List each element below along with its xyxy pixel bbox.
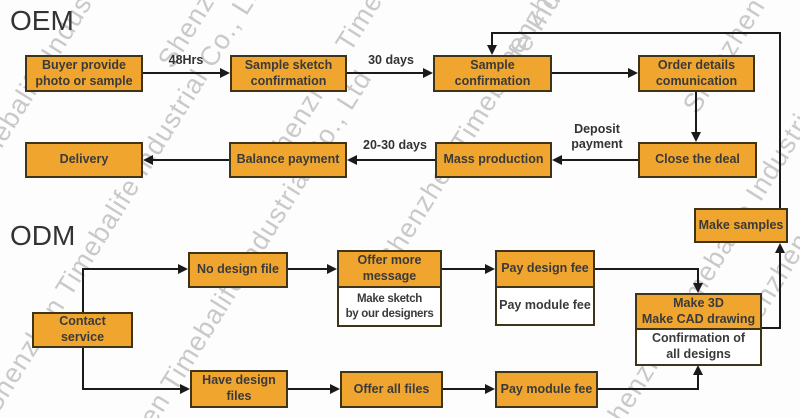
box-sample-sketch: Sample sketch confirmation — [230, 55, 347, 92]
box-no-design-file: No design file — [188, 252, 288, 288]
arrow-order-to-close — [695, 92, 697, 132]
box-pay-module-fee: Pay module fee — [495, 371, 598, 408]
arrow-havedesign-to-offerall — [288, 388, 330, 390]
arrowhead-offermore-to-paydesign — [485, 264, 495, 274]
arrow-loop-horizontal — [492, 32, 781, 34]
arrowhead-confirmation-to-order — [628, 68, 638, 78]
arrowhead-paydesign-to-make3d — [693, 283, 703, 293]
arrowhead-make3d-to-samples — [775, 243, 785, 253]
box-buyer-provide: Buyer provide photo or sample — [25, 55, 143, 92]
arrow-offermore-to-paydesign — [442, 268, 485, 270]
label-20-30-days: 20-30 days — [363, 138, 427, 152]
arrow-nodesign-to-offermore — [288, 268, 327, 270]
arrow-paymodule-to-confirmation-v — [697, 374, 699, 390]
box-have-design-files: Have design files — [190, 370, 288, 408]
arrow-paydesign-to-make3d-h — [595, 268, 699, 270]
arrow-make3d-to-samples-h — [762, 327, 781, 329]
arrow-contact-down-v — [82, 348, 84, 390]
box-mass-production: Mass production — [435, 142, 552, 178]
arrowhead-loop-to-confirmation — [487, 45, 497, 55]
oem-heading: OEM — [10, 5, 74, 36]
arrowhead-contact-to-nodesign — [178, 264, 188, 274]
arrowhead-mass-to-balance — [347, 155, 357, 165]
label-48hrs: 48Hrs — [168, 53, 204, 67]
arrow-balance-to-delivery — [153, 159, 229, 161]
arrowhead-order-to-close — [691, 132, 701, 142]
box-confirmation-designs: Confirmation of all designs — [635, 330, 762, 366]
odm-heading: ODM — [10, 220, 76, 251]
arrow-loop-vertical — [779, 32, 781, 208]
arrow-sketch-to-confirmation — [347, 72, 423, 74]
arrowhead-paymodule-to-confirmation — [693, 365, 703, 375]
box-pay-design-fee: Pay design fee — [495, 250, 595, 288]
arrow-buyer-to-sketch — [143, 72, 220, 74]
arrow-mass-to-balance — [357, 159, 435, 161]
box-offer-all-files: Offer all files — [340, 371, 443, 408]
box-balance-payment: Balance payment — [229, 142, 347, 178]
arrow-make3d-to-samples-v — [779, 253, 781, 329]
box-delivery: Delivery — [25, 142, 143, 178]
arrowhead-buyer-to-sketch — [220, 68, 230, 78]
arrowhead-close-to-mass — [552, 155, 562, 165]
arrow-offerall-to-paymodule — [443, 388, 485, 390]
arrowhead-offerall-to-paymodule — [485, 384, 495, 394]
box-make-samples: Make samples — [694, 208, 788, 243]
arrowhead-nodesign-to-offermore — [327, 264, 337, 274]
arrow-paymodule-to-confirmation-h — [598, 388, 699, 390]
box-make-sketch: Make sketch by our designers — [337, 288, 442, 327]
arrowhead-contact-to-havedesign — [180, 384, 190, 394]
arrow-contact-to-havedesign — [82, 388, 180, 390]
arrow-close-to-mass — [562, 159, 638, 161]
arrow-confirmation-to-order — [552, 72, 628, 74]
box-close-the-deal: Close the deal — [638, 142, 757, 178]
arrowhead-sketch-to-confirmation — [423, 68, 433, 78]
box-pay-module-fee-sub: Pay module fee — [495, 288, 595, 326]
label-30-days: 30 days — [368, 53, 414, 67]
arrowhead-havedesign-to-offerall — [330, 384, 340, 394]
arrowhead-balance-to-delivery — [143, 155, 153, 165]
box-offer-more-message: Offer more message — [337, 250, 442, 288]
arrow-contact-to-nodesign — [82, 268, 178, 270]
arrow-loop-drop — [491, 32, 493, 45]
watermark-text: Shenzhen Timebalife Industrial Co., Ltd — [81, 64, 378, 418]
box-order-details: Order details comunication — [638, 55, 755, 92]
box-sample-confirmation: Sample confirmation — [433, 55, 552, 92]
box-contact-service: Contact service — [32, 312, 133, 348]
arrow-paydesign-to-make3d-v — [697, 268, 699, 283]
box-make-3d: Make 3D Make CAD drawing — [635, 293, 762, 330]
arrow-contact-up-v — [82, 269, 84, 312]
label-deposit-payment: Deposit payment — [571, 122, 623, 151]
